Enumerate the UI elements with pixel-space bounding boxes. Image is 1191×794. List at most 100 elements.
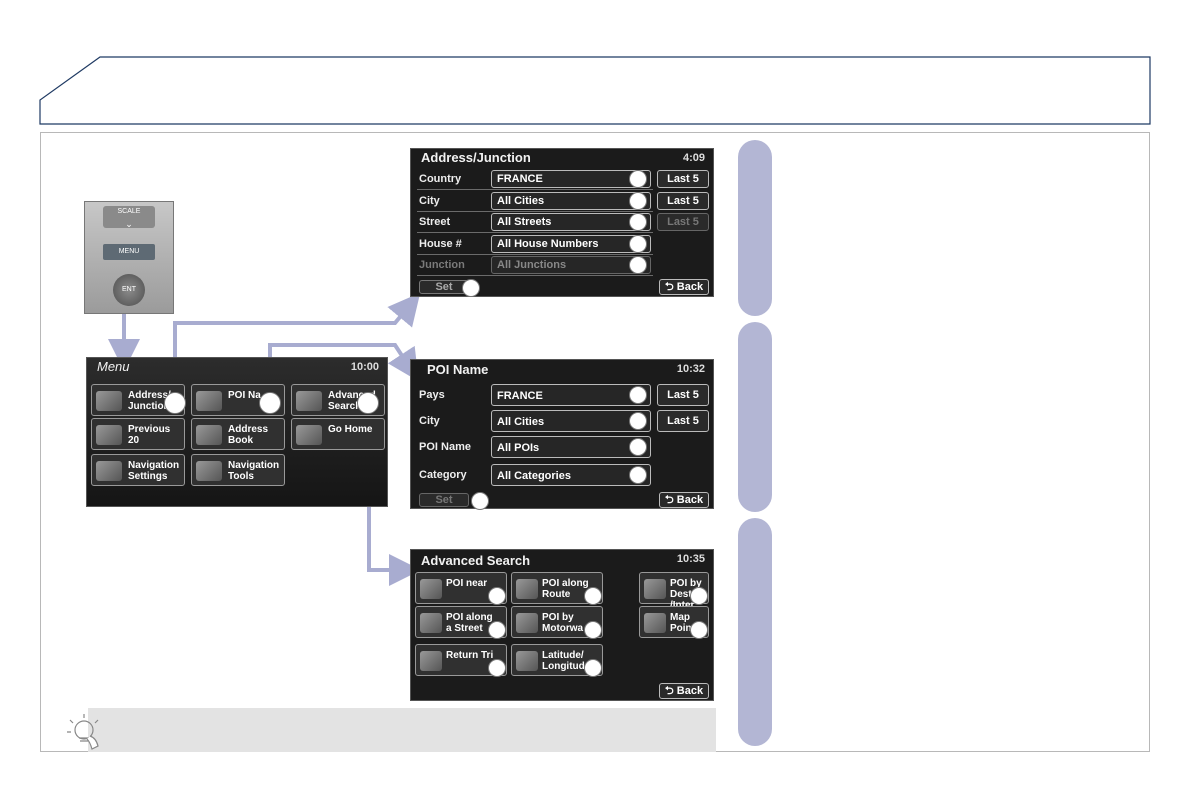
last5-button[interactable]: Last 5 <box>657 170 709 188</box>
menu-tile-label: Go Home <box>328 424 372 435</box>
callout-circle <box>629 466 647 484</box>
row-label: House # <box>419 238 462 250</box>
value-field[interactable]: All Cities <box>491 410 651 432</box>
menu-tile[interactable]: Address/Junction <box>91 384 185 416</box>
back-label: Back <box>676 281 704 293</box>
tip-band <box>88 708 716 752</box>
advanced-tile-icon <box>516 651 538 671</box>
menu-button[interactable]: MENU <box>103 244 155 260</box>
menu-tile-icon <box>296 391 322 411</box>
advanced-tile[interactable]: Return Tri <box>415 644 507 677</box>
row-separator <box>417 211 653 212</box>
tile-line-1: POI Na <box>228 390 261 401</box>
last5-button[interactable]: Last 5 <box>657 384 709 406</box>
back-button[interactable]: ⮌ Back <box>659 683 709 699</box>
callout-circle <box>629 170 647 188</box>
row-separator <box>417 232 653 233</box>
menu-tile-icon <box>96 461 122 481</box>
set-button[interactable]: Set <box>419 493 469 507</box>
last5-button[interactable]: Last 5 <box>657 192 709 210</box>
value-field[interactable]: All House Numbers <box>491 235 651 253</box>
row-label: Junction <box>419 259 465 271</box>
callout-circle <box>690 621 708 639</box>
tile-line-1: Navigation <box>228 460 280 471</box>
callout-circle <box>690 587 708 605</box>
callout-circle <box>584 587 602 605</box>
advanced-tile[interactable]: Map Point <box>639 606 709 639</box>
set-label: Set <box>435 281 453 293</box>
row-label: City <box>419 415 440 427</box>
value-field[interactable]: All POIs <box>491 436 651 458</box>
tile-line-2: Tools <box>228 471 254 482</box>
callout-circle <box>629 235 647 253</box>
advanced-time: 10:35 <box>676 553 705 565</box>
advanced-tile[interactable]: Latitude/Longitud <box>511 644 603 677</box>
callout-circle <box>629 412 647 430</box>
value-field[interactable]: All Junctions <box>491 256 651 274</box>
menu-time: 10:00 <box>350 361 379 373</box>
tile-line-2: Route <box>542 589 571 600</box>
menu-tile-label: POI Na <box>228 390 261 401</box>
value-field[interactable]: All Streets <box>491 213 651 231</box>
ent-label: ENT <box>122 286 136 293</box>
callout-circle <box>584 659 602 677</box>
advanced-tile-icon <box>644 579 666 599</box>
value-field[interactable]: All Categories <box>491 464 651 486</box>
ent-button[interactable]: ENT <box>113 274 145 306</box>
callout-circle <box>471 492 489 510</box>
back-button[interactable]: ⮌ Back <box>659 279 709 295</box>
tile-line-2: Motorwa <box>542 623 584 634</box>
advanced-tile[interactable]: POI by Dest./Inter. de <box>639 572 709 622</box>
tile-line-1: Address <box>228 424 269 435</box>
menu-tile-icon <box>96 425 122 445</box>
advanced-tile[interactable]: POI near <box>415 572 507 605</box>
back-button[interactable]: ⮌ Back <box>659 492 709 508</box>
last5-button[interactable]: Last 5 <box>657 410 709 432</box>
callout-circle <box>488 621 506 639</box>
callout-circle <box>629 192 647 210</box>
tile-line-1: Latitude/ <box>542 650 584 661</box>
menu-label: MENU <box>118 248 140 255</box>
value-field[interactable]: FRANCE <box>491 384 651 406</box>
tile-line-1: Address/ <box>128 390 171 401</box>
callout-circle <box>584 621 602 639</box>
value-field[interactable]: All Cities <box>491 192 651 210</box>
tile-line-2: Junction <box>128 401 170 412</box>
advanced-tile-icon <box>516 579 538 599</box>
row-separator <box>417 189 653 190</box>
last5-button[interactable]: Last 5 <box>657 213 709 231</box>
tile-line-1: POI along <box>542 578 589 589</box>
callout-circle <box>462 279 480 297</box>
chevron-down-icon: ⌄ <box>125 219 133 229</box>
value-field[interactable]: FRANCE <box>491 170 651 188</box>
advanced-tile-icon <box>420 651 442 671</box>
advanced-tile-icon <box>516 613 538 633</box>
section-bar-1 <box>738 140 772 316</box>
tile-line-1: Go Home <box>328 424 373 435</box>
advanced-tile-label: Map Point <box>670 612 708 634</box>
back-icon: ⮌ <box>664 494 674 506</box>
callout-circle <box>488 659 506 677</box>
scale-button[interactable]: SCALE ⌄ <box>103 206 155 229</box>
menu-tile[interactable]: Go Home <box>291 418 385 450</box>
tile-line-2: Search <box>328 401 362 412</box>
address-title: Address/Junction <box>421 150 531 165</box>
tile-line-1: Map Point <box>670 612 695 634</box>
menu-tile-icon <box>196 461 222 481</box>
